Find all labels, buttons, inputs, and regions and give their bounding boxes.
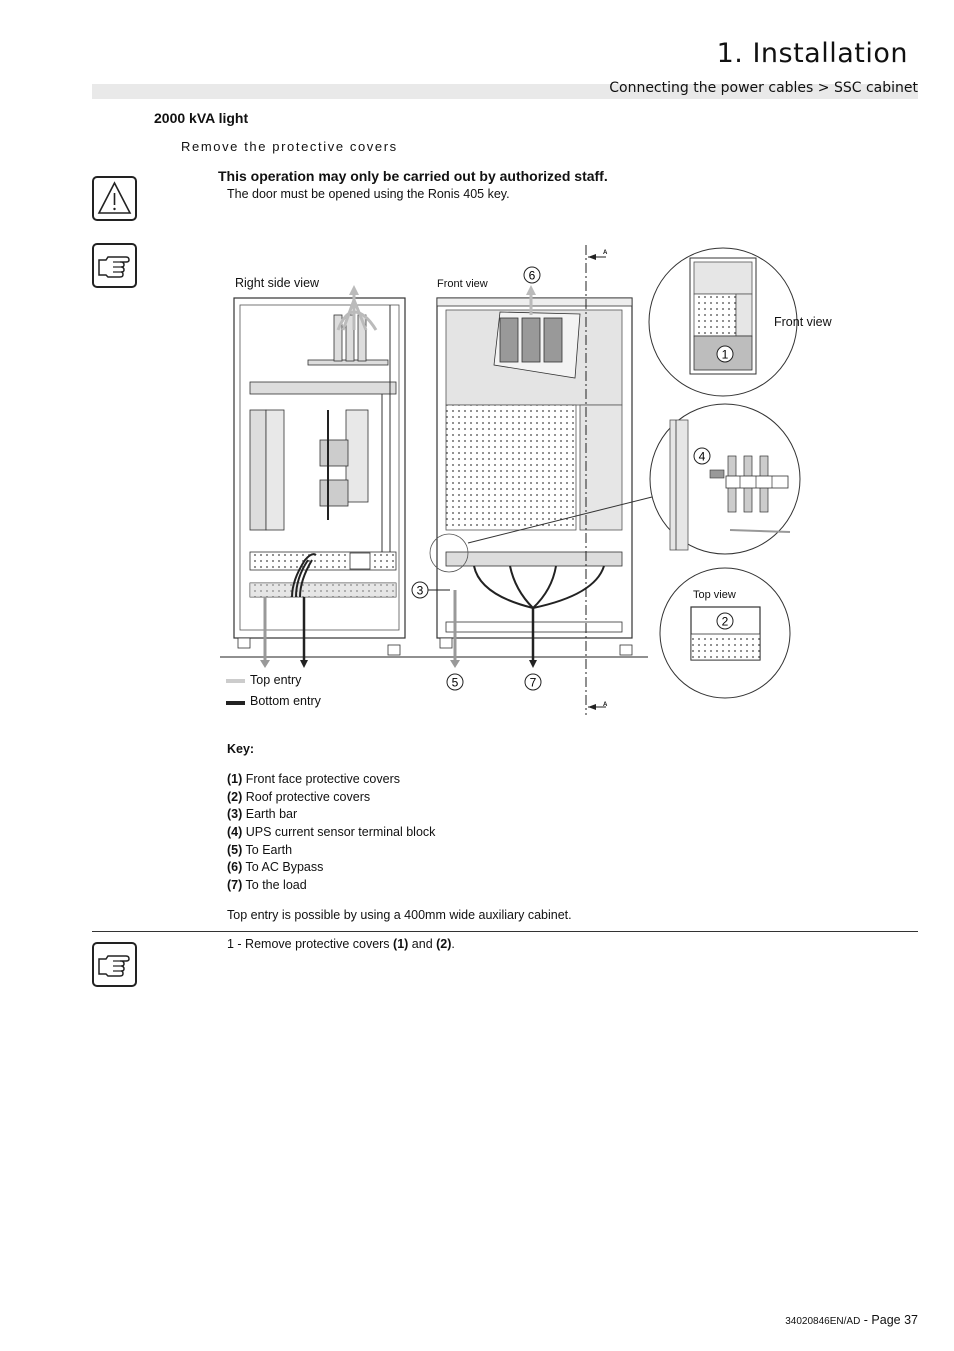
warning-text: The door must be opened using the Ronis … xyxy=(227,187,510,201)
callout-3: 3 xyxy=(411,581,450,599)
label-front-view: Front view xyxy=(437,278,488,290)
legend-top-entry: Top entry xyxy=(250,673,302,687)
callout-5: 5 xyxy=(446,673,464,691)
key-item: (5) To Earth xyxy=(227,843,293,857)
warning-title: This operation may only be carried out b… xyxy=(218,168,608,184)
callout-6: 6 xyxy=(523,266,541,284)
inset-front-view xyxy=(648,247,798,397)
svg-text:4: 4 xyxy=(699,450,706,464)
warning-triangle-icon xyxy=(92,176,137,221)
step-instruction: 1 - Remove protective covers (1) and (2)… xyxy=(227,937,455,951)
right-side-view-cabinet xyxy=(233,285,406,668)
callout-7: 7 xyxy=(524,673,542,691)
chapter-title: 1. Installation xyxy=(716,38,908,69)
section-marker-top: A xyxy=(603,250,608,256)
cabinet-diagram: Right side view Front view A A xyxy=(220,245,833,715)
inset-terminal-block xyxy=(649,403,801,555)
subsection-title: Remove the protective covers xyxy=(181,139,398,154)
svg-text:3: 3 xyxy=(417,584,424,598)
header-bar xyxy=(92,84,918,99)
svg-text:6: 6 xyxy=(529,269,536,283)
pointing-hand-icon xyxy=(92,942,137,987)
pointing-hand-icon xyxy=(92,243,137,288)
section-title: 2000 kVA light xyxy=(154,110,249,126)
svg-text:1: 1 xyxy=(722,348,729,362)
label-right-side-view: Right side view xyxy=(235,276,320,290)
key-title: Key: xyxy=(227,742,255,756)
key-item: (3) Earth bar xyxy=(227,807,298,821)
breadcrumb: Connecting the power cables > SSC cabine… xyxy=(609,80,918,96)
section-marker-bottom: A xyxy=(603,702,608,708)
key-item: (6) To AC Bypass xyxy=(227,860,324,874)
label-inset-front-view: Front view xyxy=(774,315,833,329)
key-item: (4) UPS current sensor terminal block xyxy=(227,825,436,839)
legend: Top entry Bottom entry xyxy=(226,673,322,708)
label-top-view: Top view xyxy=(693,589,736,601)
svg-text:2: 2 xyxy=(722,615,729,629)
page-number: - Page 37 xyxy=(860,1313,918,1327)
inset-top-view xyxy=(659,567,791,699)
top-entry-note: Top entry is possible by using a 400mm w… xyxy=(227,908,572,922)
key-item: (1) Front face protective covers xyxy=(227,772,400,786)
svg-text:7: 7 xyxy=(530,676,537,690)
key-item: (2) Roof protective covers xyxy=(227,790,371,804)
svg-text:5: 5 xyxy=(452,676,459,690)
doc-code: 34020846EN/AD xyxy=(785,1316,861,1327)
key-item: (7) To the load xyxy=(227,878,307,892)
legend-bottom-entry: Bottom entry xyxy=(250,694,322,708)
page-footer: 34020846EN/AD - Page 37 xyxy=(640,1313,918,1327)
callout-1: 1 xyxy=(716,345,734,363)
callout-4: 4 xyxy=(693,447,711,465)
callout-2: 2 xyxy=(716,612,734,630)
divider xyxy=(92,931,918,932)
front-view-cabinet xyxy=(429,285,653,668)
